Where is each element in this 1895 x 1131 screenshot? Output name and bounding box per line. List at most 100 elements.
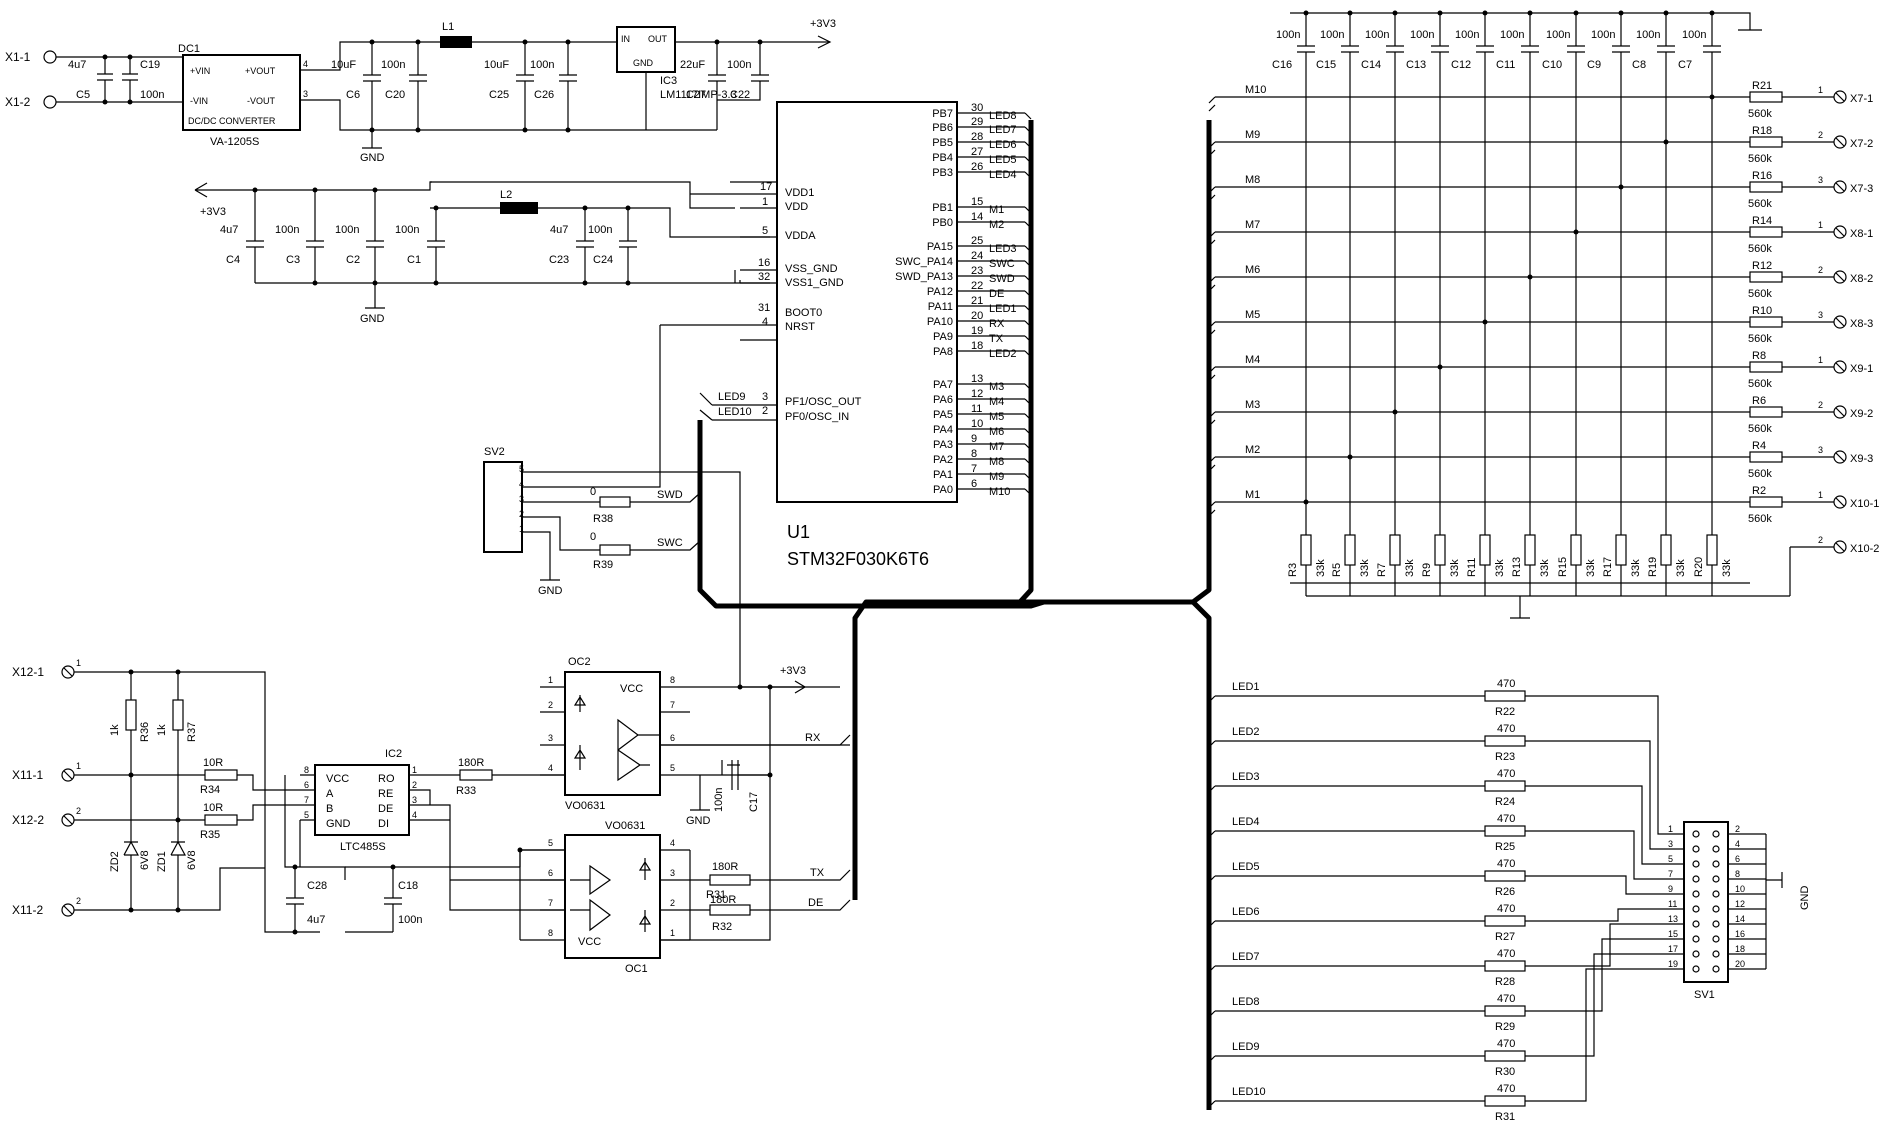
led-resistor-value: 470 — [1497, 1038, 1515, 1050]
u1-vdd1: VDD1 — [785, 187, 814, 199]
junction — [1709, 10, 1715, 16]
matrix-row-net: M8 — [1245, 174, 1260, 186]
connector-label: X9-1 — [1850, 363, 1873, 375]
sv1-pin-left: 19 — [1668, 959, 1678, 969]
led-row-net: LED10 — [1232, 1086, 1266, 1098]
sv2-body — [483, 461, 523, 553]
series-resistor-label: R21 — [1752, 80, 1772, 92]
junction — [1573, 10, 1579, 16]
swd-net-label: SWD — [657, 489, 683, 501]
sv1-pin-dot — [1692, 845, 1700, 853]
r33-value: 180R — [458, 757, 484, 769]
matrix-cap-label: C15 — [1316, 59, 1336, 71]
series-resistor — [1749, 361, 1783, 373]
u1-pin4: 4 — [762, 316, 768, 328]
u1-pin-net: LED6 — [989, 139, 1017, 151]
led-resistor-value: 470 — [1497, 948, 1515, 960]
sv1-pin-left: 11 — [1668, 899, 1677, 909]
u1-pin-number: 20 — [971, 310, 983, 322]
sv1-pin-left: 5 — [1668, 854, 1673, 864]
connector-pin: 2 — [1818, 265, 1823, 275]
led-resistor — [1484, 915, 1526, 927]
led-route-wire — [1525, 938, 1684, 1012]
u1-pin-number: 21 — [971, 295, 983, 307]
sv1-pin-right: 18 — [1735, 944, 1745, 954]
series-resistor-value: 560k — [1748, 378, 1772, 390]
u1-pin-net: M1 — [989, 204, 1004, 216]
u1-pin-number: 12 — [971, 388, 983, 400]
ic2-b: B — [326, 803, 333, 815]
c28-label: C28 — [307, 880, 327, 892]
sv2-pin1: 1 — [519, 524, 524, 534]
v33-left-label: +3V3 — [200, 206, 226, 218]
dcdc-converter-dc1 — [182, 54, 301, 131]
matrix-row-net: M3 — [1245, 399, 1260, 411]
led-resistor-label: R26 — [1495, 886, 1515, 898]
u1-led9-net: LED9 — [718, 391, 746, 403]
junction — [1618, 184, 1624, 190]
junction — [1303, 499, 1309, 505]
dc1-pin4: 4 — [303, 59, 308, 69]
series-resistor-label: R14 — [1752, 215, 1772, 227]
c23-label: C23 — [549, 254, 569, 266]
u1-vss: VSS_GND — [785, 263, 838, 275]
terminal-x1-2 — [43, 95, 57, 109]
u1-pin-number: 18 — [971, 340, 983, 352]
oc1-pin6: 6 — [548, 868, 553, 878]
dc1-label: DC1 — [178, 43, 200, 55]
series-resistor-value: 560k — [1748, 243, 1772, 255]
u1-pf1: PF1/OSC_OUT — [785, 396, 862, 408]
sv1-pin-right: 20 — [1735, 959, 1745, 969]
oc1-pin5: 5 — [548, 838, 553, 848]
matrix-row-net: M4 — [1245, 354, 1260, 366]
gnd-symbol-power: GND — [360, 152, 385, 164]
led-row-net: LED9 — [1232, 1041, 1260, 1053]
connector-terminal-mark — [1835, 227, 1845, 237]
matrix-cap-value: 100n — [1591, 29, 1615, 41]
u1-pin-name: PA3 — [933, 439, 953, 451]
label-x12-2: X12-2 — [12, 813, 44, 827]
u1-pin-name: PA12 — [927, 286, 953, 298]
matrix-bus-entry — [1208, 276, 1216, 284]
connector-pin: 1 — [1818, 355, 1823, 365]
matrix-cap-value: 100n — [1320, 29, 1344, 41]
led-bus-entry — [1208, 965, 1216, 973]
connector-label: X7-2 — [1850, 138, 1873, 150]
ic2-de: DE — [378, 803, 393, 815]
gnd-symbol-oc2: GND — [686, 815, 711, 827]
oc1-pin2: 2 — [670, 898, 675, 908]
pulldown-resistor — [1479, 534, 1491, 566]
gnd-symbol-sv1: GND — [1799, 886, 1811, 911]
junction — [1618, 10, 1624, 16]
zd1-label: ZD1 — [156, 851, 168, 872]
c19-label: C19 — [140, 59, 160, 71]
sv2-label: SV2 — [484, 446, 505, 458]
led-resistor — [1484, 1050, 1526, 1062]
pulldown-label: R3 — [1287, 563, 1299, 577]
matrix-bus-entry — [1208, 96, 1216, 104]
matrix-row-net: M5 — [1245, 309, 1260, 321]
series-resistor — [1749, 181, 1783, 193]
led-resistor — [1484, 870, 1526, 882]
series-resistor — [1749, 451, 1783, 463]
u1-label: U1 — [787, 522, 810, 542]
r32-value: 180R — [710, 894, 736, 906]
oc1-label: OC1 — [625, 963, 648, 975]
sv1-pin-dot — [1712, 920, 1720, 928]
pulldown-resistor — [1706, 534, 1718, 566]
c6-label: C6 — [346, 89, 360, 101]
oc1-part: VO0631 — [605, 820, 645, 832]
series-resistor — [1749, 91, 1783, 103]
matrix-row-net: M6 — [1245, 264, 1260, 276]
label-x11-2: X11-2 — [12, 903, 43, 917]
sv1-pin-left: 1 — [1668, 824, 1673, 834]
led-bus-entry — [1208, 830, 1216, 838]
led-resistor-label: R29 — [1495, 1021, 1515, 1033]
matrix-cap-value: 100n — [1410, 29, 1434, 41]
u1-pin1: 1 — [762, 196, 768, 208]
junction — [1482, 319, 1488, 325]
c5-value: 4u7 — [68, 59, 86, 71]
ic2-part: LTC485S — [340, 841, 386, 853]
swc-net-label: SWC — [657, 537, 683, 549]
led-route-wire — [1525, 953, 1684, 1057]
